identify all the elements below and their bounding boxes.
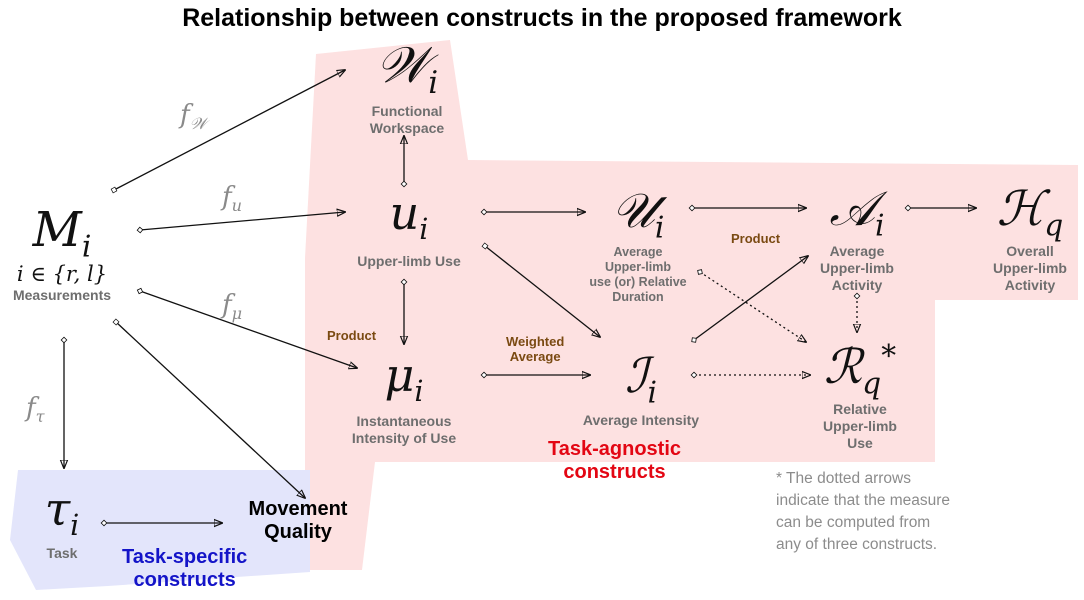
task-specific-region bbox=[10, 470, 310, 590]
edge-label-fu: fu bbox=[222, 182, 243, 216]
node-index-M: i ∈ {r, l} bbox=[16, 262, 108, 287]
node-symbol-u: ui bbox=[389, 186, 429, 247]
node-label-I: Average Intensity bbox=[582, 412, 700, 429]
node-label-tau: Task bbox=[46, 544, 78, 561]
edge-U-R-dotted bbox=[700, 272, 806, 342]
node-label-u: Upper-limb Use bbox=[357, 252, 461, 269]
node-task: τi Task bbox=[45, 486, 80, 562]
node-upper-limb-use: ui Upper-limb Use bbox=[357, 190, 460, 270]
node-symbol-U: 𝒰i bbox=[611, 183, 665, 246]
node-symbol-H: ℋq bbox=[996, 181, 1064, 244]
node-symbol-W: 𝒲i bbox=[375, 36, 439, 101]
edge-M-W bbox=[114, 70, 345, 190]
edge-M-mu bbox=[140, 291, 357, 368]
node-average-intensity: ℐi Average Intensity bbox=[583, 352, 699, 429]
node-symbol-mu: μi bbox=[384, 348, 424, 409]
op-label-product-u-mu: Product bbox=[327, 328, 377, 343]
node-measurements: Mi i ∈ {r, l} Measurements bbox=[13, 206, 111, 304]
node-symbol-I: ℐi bbox=[624, 348, 658, 411]
node-symbol-A: 𝒜i bbox=[829, 181, 885, 244]
node-label-M: Measurements bbox=[12, 287, 112, 304]
op-label-product-U-A: Product bbox=[731, 231, 781, 246]
page-title: Relationship between constructs in the p… bbox=[182, 4, 902, 32]
node-symbol-R: ℛq* bbox=[823, 339, 897, 402]
edge-M-u bbox=[140, 212, 345, 230]
edge-label-fW: f𝒲 bbox=[180, 100, 207, 134]
edge-M-MQ bbox=[116, 322, 305, 498]
edge-label-fmu: fμ bbox=[222, 290, 243, 324]
edge-I-A bbox=[694, 256, 808, 340]
edge-label-ftau: fτ bbox=[26, 393, 45, 427]
node-symbol-tau: τi bbox=[44, 482, 80, 543]
node-symbol-M: Mi bbox=[32, 202, 92, 265]
edge-u-I bbox=[485, 246, 600, 337]
